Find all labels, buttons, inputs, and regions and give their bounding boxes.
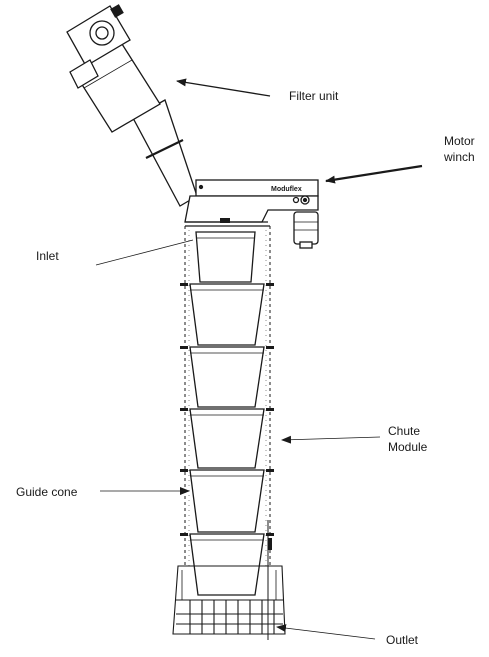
label-motor-winch-line2: winch xyxy=(443,150,475,164)
brand-label: Moduflex xyxy=(271,186,302,193)
label-guide-cone: Guide cone xyxy=(16,485,78,499)
label-filter-unit: Filter unit xyxy=(289,89,339,103)
label-chute-module-line2: Module xyxy=(388,440,428,454)
label-outlet: Outlet xyxy=(386,633,419,647)
label-motor-winch-line1: Motor xyxy=(444,134,475,148)
arrow-filter-unit xyxy=(176,78,271,97)
filter-unit xyxy=(66,4,198,207)
guide-cones xyxy=(189,231,265,596)
side-brackets xyxy=(180,283,274,536)
callout-arrows xyxy=(95,78,423,640)
chute-frame xyxy=(184,225,272,640)
arrow-inlet xyxy=(95,239,194,266)
outlet-cage xyxy=(172,565,286,635)
arrow-chute-module xyxy=(281,435,381,444)
arrow-outlet xyxy=(276,624,376,640)
label-chute-module-line1: Chute xyxy=(388,424,420,438)
label-inlet: Inlet xyxy=(36,249,59,263)
arrow-motor-winch xyxy=(325,164,423,184)
winch-housing xyxy=(184,179,319,249)
